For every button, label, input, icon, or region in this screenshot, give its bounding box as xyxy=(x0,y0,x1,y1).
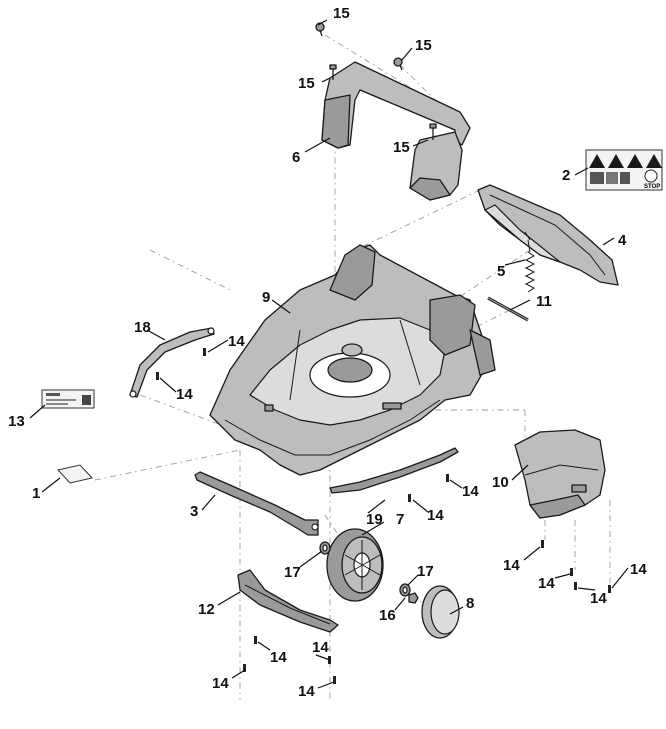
callout-14-f: 14 xyxy=(538,575,555,592)
wheel-bracket xyxy=(237,569,339,633)
callout-19: 19 xyxy=(366,511,383,528)
callout-12: 12 xyxy=(198,601,215,618)
rear-flap xyxy=(477,184,619,286)
callout-14-l: 14 xyxy=(298,683,315,700)
callout-14-h: 14 xyxy=(630,561,647,578)
callout-14-i: 14 xyxy=(270,649,287,666)
mower-deck xyxy=(209,244,496,476)
callout-14-j: 14 xyxy=(312,639,329,656)
callout-5: 5 xyxy=(497,263,505,280)
decal-stop-text: STOP xyxy=(644,184,660,190)
callout-17-right: 17 xyxy=(417,563,434,580)
callout-17-left: 17 xyxy=(284,564,301,581)
callout-13: 13 xyxy=(8,413,25,430)
callout-1: 1 xyxy=(32,485,40,502)
wheel-nut xyxy=(408,592,419,604)
rear-axle xyxy=(329,447,459,494)
callout-15-right: 15 xyxy=(415,37,432,54)
callout-14-a: 14 xyxy=(228,333,245,350)
bolt-right xyxy=(393,57,403,71)
callout-labels: 15 15 15 15 6 2 4 5 11 9 18 14 14 13 1 3… xyxy=(8,5,647,700)
callout-14-c: 14 xyxy=(427,507,444,524)
bolt-lower xyxy=(429,123,437,140)
callout-14-e: 14 xyxy=(503,557,520,574)
callout-11: 11 xyxy=(536,293,552,310)
callout-14-g: 14 xyxy=(590,590,607,607)
rear-rod xyxy=(487,296,529,322)
leader-lines xyxy=(29,19,629,689)
callout-9: 9 xyxy=(262,289,270,306)
front-axle xyxy=(194,471,319,536)
callout-10: 10 xyxy=(492,474,509,491)
bushing-right xyxy=(399,583,411,597)
callout-16: 16 xyxy=(379,607,396,624)
callout-7: 7 xyxy=(396,511,404,528)
info-label xyxy=(41,389,95,409)
tag-part xyxy=(57,464,93,484)
callout-2: 2 xyxy=(562,167,570,184)
callout-4: 4 xyxy=(618,232,627,249)
callout-14-d: 14 xyxy=(462,483,479,500)
callout-18: 18 xyxy=(134,319,151,336)
handle-assembly xyxy=(315,22,471,201)
callout-8: 8 xyxy=(466,595,474,612)
warning-decal: STOP xyxy=(585,149,663,191)
bushing-left xyxy=(319,541,331,555)
callout-14-b: 14 xyxy=(176,386,193,403)
callout-15-left: 15 xyxy=(298,75,315,92)
callout-6: 6 xyxy=(292,149,300,166)
hubcap xyxy=(421,585,460,639)
bolt-left xyxy=(329,64,337,80)
callout-15-lower: 15 xyxy=(393,139,410,156)
callout-14-k: 14 xyxy=(212,675,229,692)
bolt-top xyxy=(315,22,325,37)
front-rail xyxy=(129,327,215,398)
side-discharge xyxy=(514,429,606,519)
callout-15-top: 15 xyxy=(333,5,350,22)
rear-wheel xyxy=(326,528,384,602)
flap-spring xyxy=(524,231,536,293)
callout-3: 3 xyxy=(190,503,198,520)
